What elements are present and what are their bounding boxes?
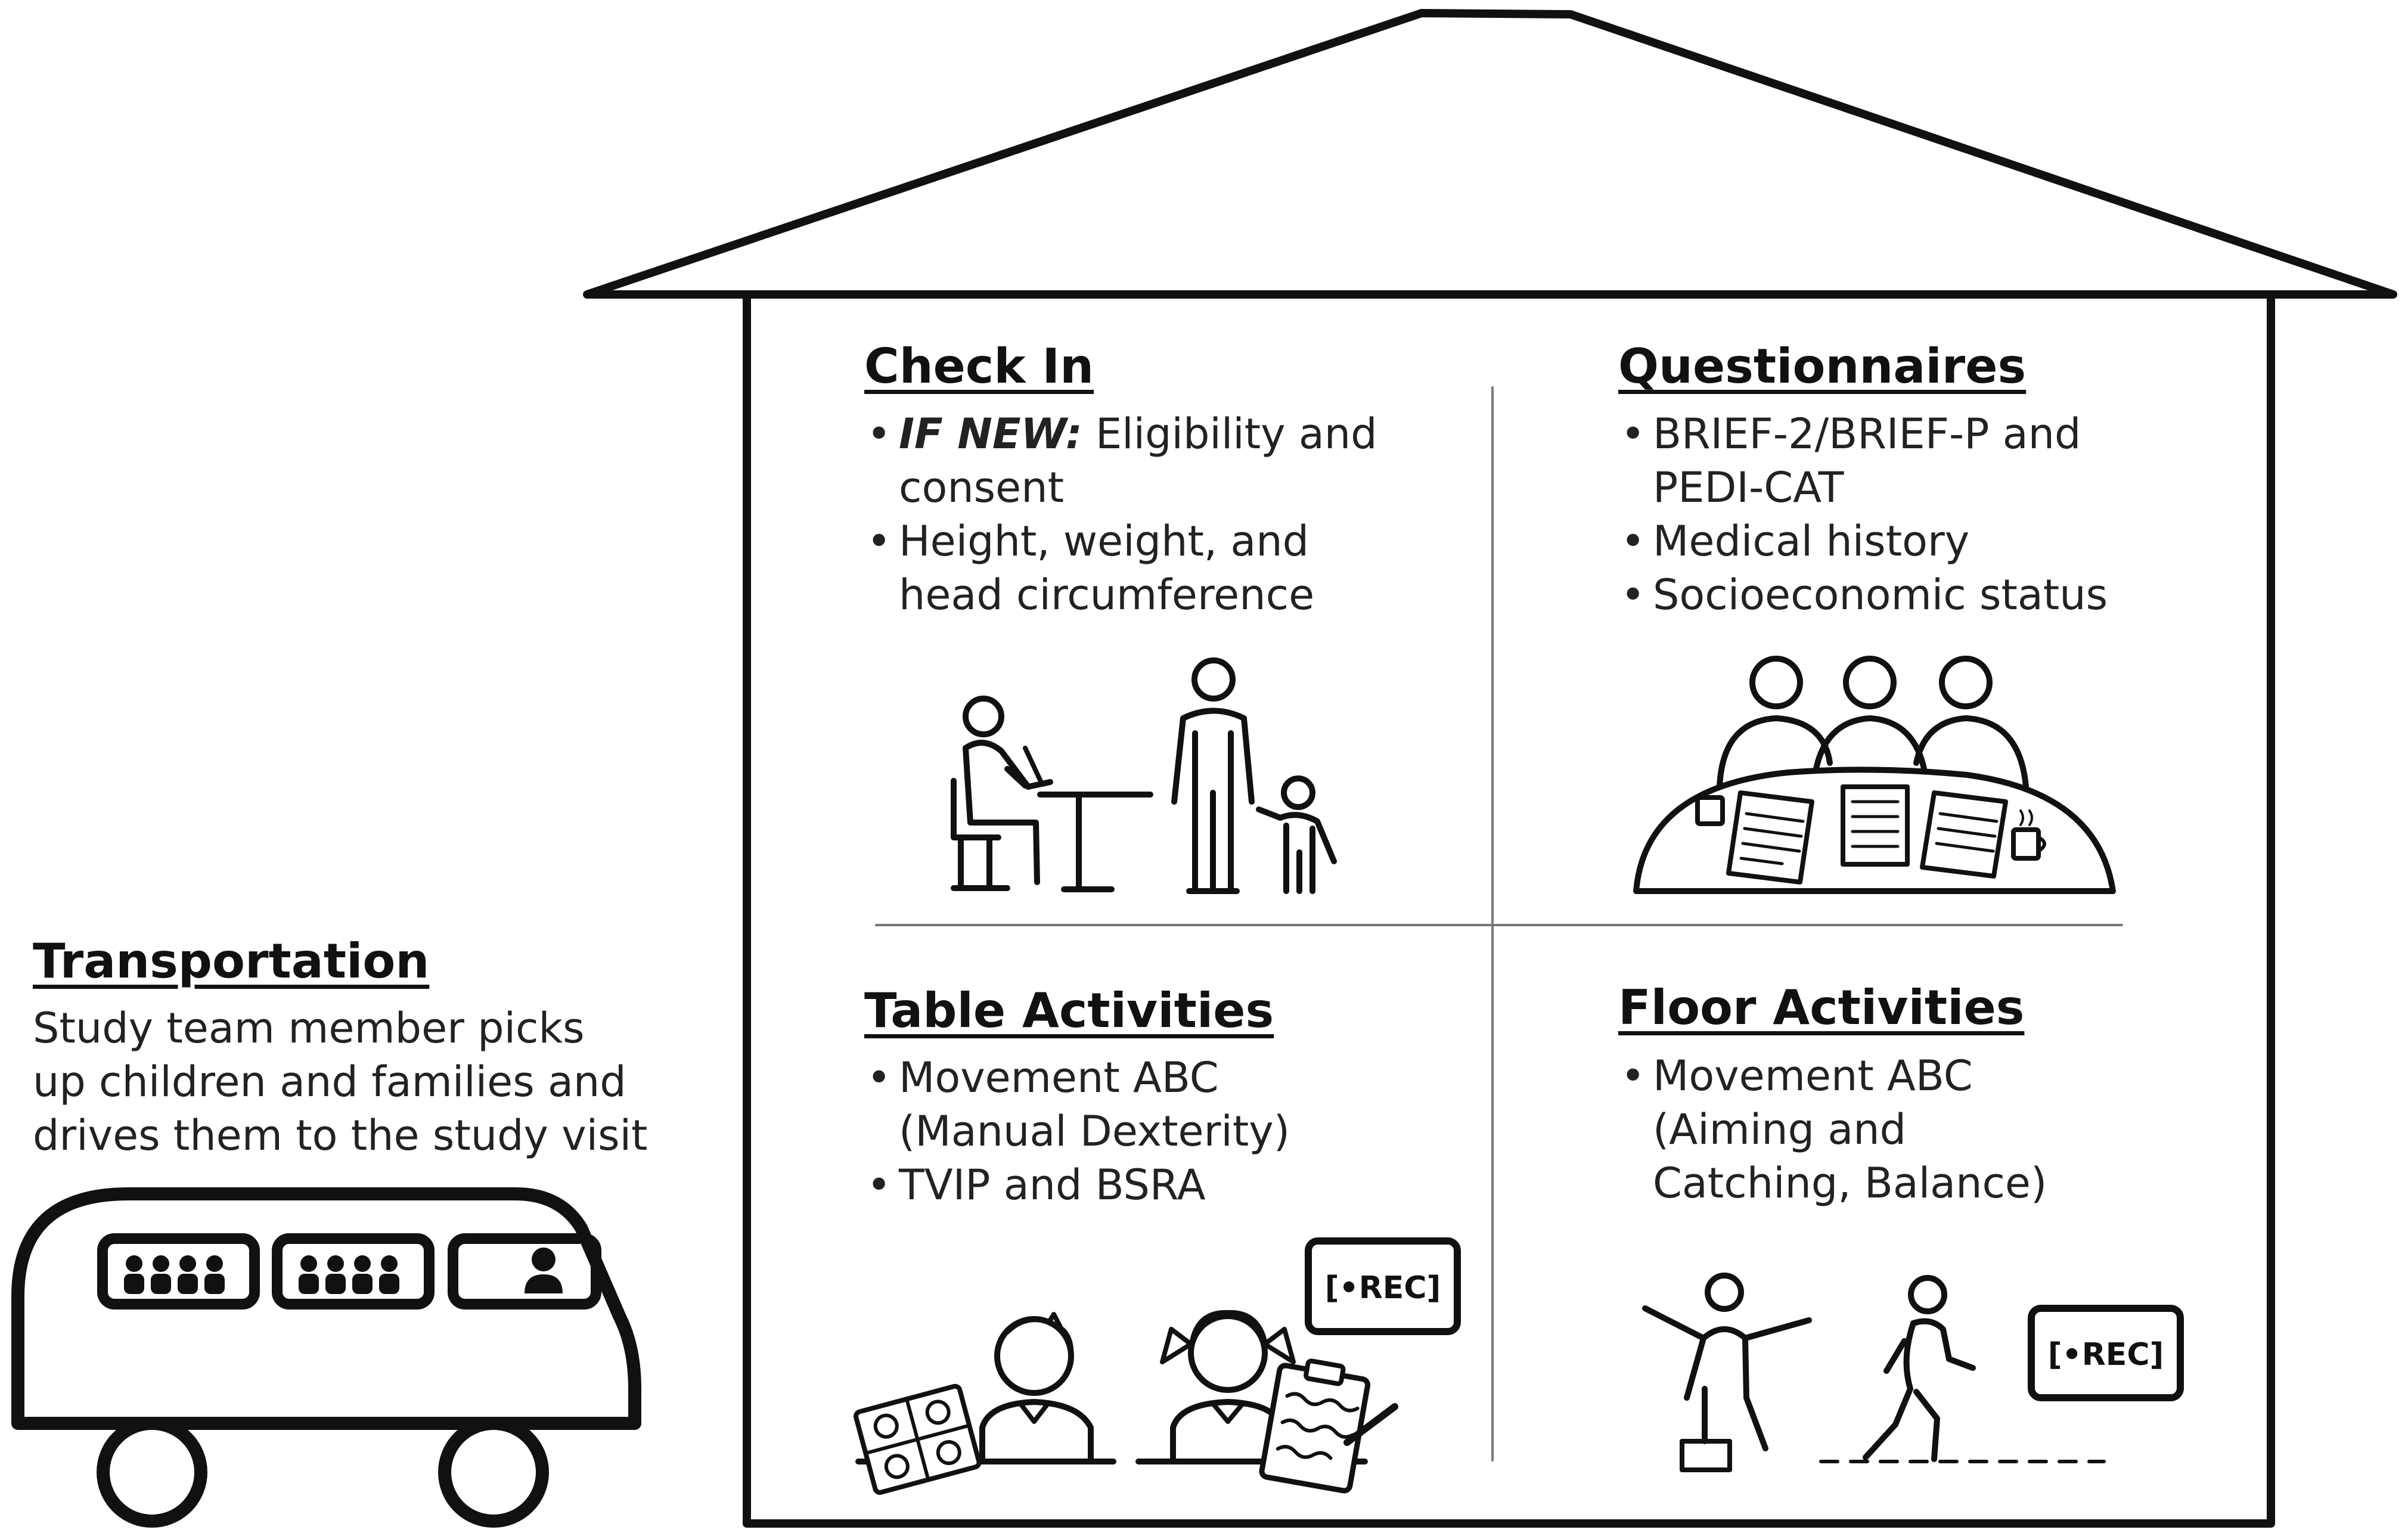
list-item-text: Eligibility and [1095,409,1377,458]
list-item-text: Movement ABC [1653,1051,1973,1100]
house-roof [583,9,2397,299]
list-item-text: Socioeconomic status [1653,570,2108,619]
transportation-line: drives them to the study visit [33,1111,648,1160]
children-balance-walk-icon [1642,1273,2184,1472]
check-in-list: IF NEW: Eligibility and consent Height, … [864,407,1377,622]
list-item-text: Medical history [1653,517,1970,566]
list-item: Socioeconomic status [1618,568,2108,622]
list-item: Medical history [1618,514,2108,568]
list-item: IF NEW: Eligibility and consent [864,407,1377,514]
list-item: BRIEF-2/BRIEF-P and PEDI-CAT [1618,407,2108,514]
list-item-text: TVIP and BSRA [899,1161,1206,1209]
floor-rec-label: [•REC] [2048,1337,2164,1373]
house-body [743,290,2275,1528]
list-item-text: (Manual Dexterity) [899,1107,1290,1156]
children-at-table-icon [854,1237,1461,1495]
floor-activities-title: Floor Activities [1618,980,2025,1035]
transportation-description: Study team member picks up children and … [33,1001,647,1162]
check-in-desk-icon [951,657,1337,894]
list-item: TVIP and BSRA [864,1158,1290,1212]
check-in-title: Check In [864,339,1094,394]
table-rec-label: [•REC] [1325,1270,1441,1306]
van-passengers [124,1248,563,1294]
van-icon [11,1187,641,1528]
list-item-text: consent [899,463,1065,512]
list-item-text: head circumference [899,570,1315,619]
list-item-text: Catching, Balance) [1653,1159,2047,1208]
list-item: Movement ABC (Aiming and Catching, Balan… [1618,1049,2047,1210]
questionnaires-title: Questionnaires [1618,339,2027,394]
floor-activities-list: Movement ABC (Aiming and Catching, Balan… [1618,1049,2047,1210]
transportation-title: Transportation [33,933,430,989]
list-item: Movement ABC (Manual Dexterity) [864,1051,1290,1158]
table-activities-list: Movement ABC (Manual Dexterity) TVIP and… [864,1051,1290,1212]
table-activities-title: Table Activities [864,983,1274,1038]
list-item-text: Height, weight, and [899,517,1309,566]
transportation-line: Study team member picks [33,1004,585,1053]
new-participant-label: IF NEW: [899,409,1082,458]
list-item-text: (Aiming and [1653,1105,1907,1154]
list-item-text: PEDI-CAT [1653,463,1844,512]
list-item-text: Movement ABC [899,1053,1219,1102]
list-item: Height, weight, and head circumference [864,514,1377,622]
transportation-line: up children and families and [33,1057,626,1106]
list-item-text: BRIEF-2/BRIEF-P and [1653,409,2081,458]
meeting-table-icon [1633,656,2116,894]
questionnaires-list: BRIEF-2/BRIEF-P and PEDI-CAT Medical his… [1618,407,2108,622]
